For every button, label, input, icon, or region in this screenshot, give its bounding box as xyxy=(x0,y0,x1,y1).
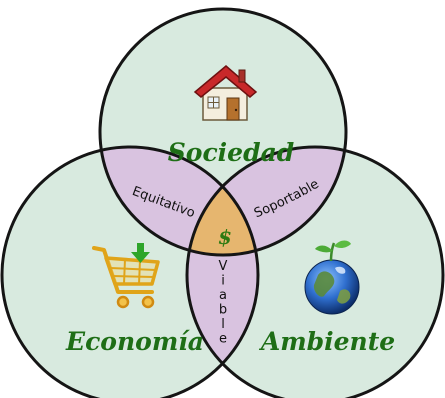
circle-economia-outline xyxy=(0,145,260,398)
overlap-sociedad-ambiente xyxy=(187,147,346,255)
viable-letter: e xyxy=(219,332,227,347)
label-center-dollar: $ xyxy=(218,225,232,249)
download-arrow-icon xyxy=(131,243,150,263)
earth-sprout-icon xyxy=(304,240,360,315)
viable-letter: V xyxy=(219,259,228,274)
label-sociedad: Sociedad xyxy=(168,138,295,167)
viable-letter: b xyxy=(219,303,227,318)
viable-letter: l xyxy=(221,317,225,332)
overlap-sociedad-economia xyxy=(100,147,258,255)
label-economia: Economía xyxy=(65,327,204,356)
circle-sociedad-outline xyxy=(98,7,348,257)
label-ambiente: Ambiente xyxy=(259,327,395,356)
house-icon xyxy=(193,65,258,121)
circle-ambiente-outline xyxy=(185,145,445,398)
viable-letter: a xyxy=(219,288,227,303)
viable-letter: i xyxy=(221,274,225,289)
